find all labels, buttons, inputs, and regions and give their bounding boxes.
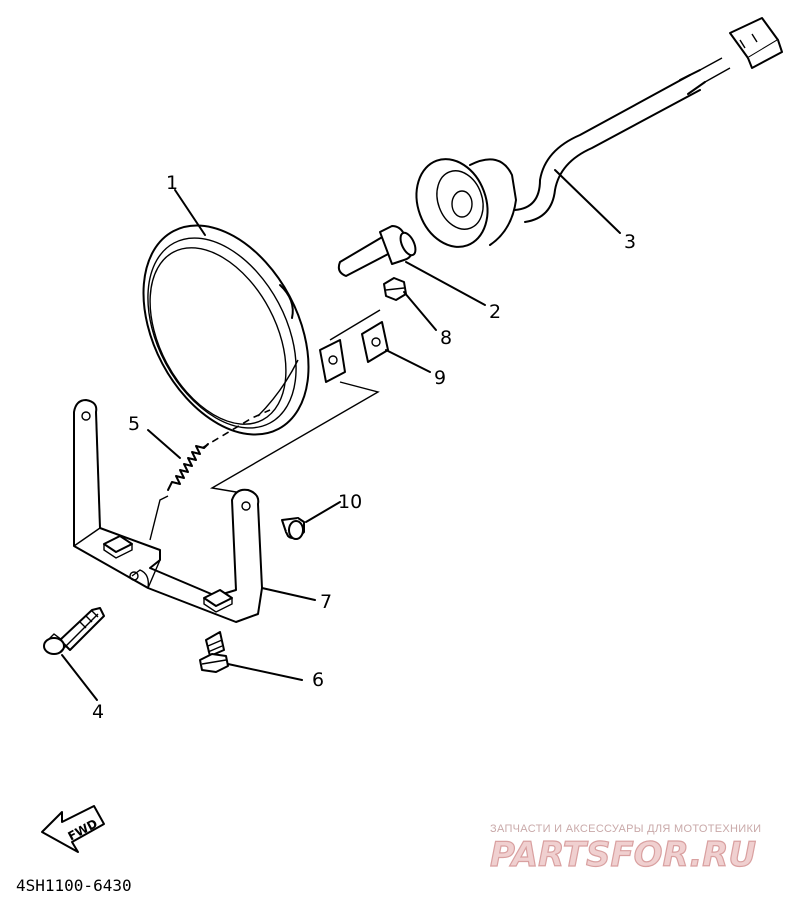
- callout-numbers: 1 2 3 4 5 6 7 8 9 10: [92, 172, 636, 723]
- callout-7: 7: [320, 591, 332, 613]
- callout-10: 10: [338, 491, 362, 513]
- part-10-screw: [281, 517, 305, 540]
- part-5-spring: [167, 443, 209, 491]
- watermark: ЗАПЧАСТИ И АКСЕССУАРЫ ДЛЯ МОТОТЕХНИКИ PA…: [489, 823, 761, 876]
- fwd-arrow-icon: FWD: [41, 805, 105, 853]
- callout-8: 8: [440, 327, 452, 349]
- watermark-tagline: ЗАПЧАСТИ И АКСЕССУАРЫ ДЛЯ МОТОТЕХНИКИ: [490, 823, 761, 835]
- mounting-tab: [149, 309, 381, 541]
- callout-9: 9: [434, 367, 446, 389]
- part-7-bracket: [73, 399, 263, 623]
- callout-6: 6: [312, 669, 324, 691]
- callout-3: 3: [624, 231, 636, 253]
- callout-1: 1: [166, 172, 178, 194]
- callout-4: 4: [92, 701, 104, 723]
- callout-5: 5: [128, 413, 140, 435]
- part-1-headlight-unit: [142, 224, 310, 436]
- part-6-bolt: [199, 631, 229, 673]
- callout-2: 2: [489, 301, 501, 323]
- part-4-bolt: [43, 607, 105, 655]
- part-8-nut: [383, 277, 407, 301]
- part-3-socket-harness: [415, 17, 783, 248]
- watermark-logo: PARTSFOR.RU: [490, 835, 756, 875]
- part-code: 4SH1100-6430: [16, 876, 132, 895]
- part-2-bulb: [337, 225, 417, 277]
- part-9-clip: [361, 321, 389, 363]
- callout-leaders: [61, 169, 621, 701]
